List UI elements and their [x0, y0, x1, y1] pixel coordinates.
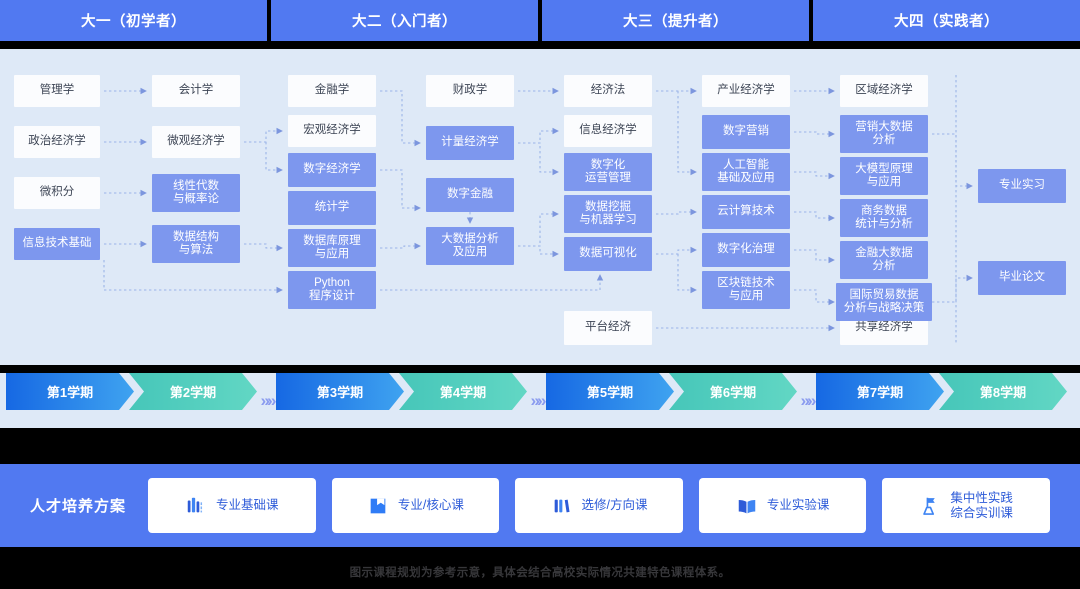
semester-separator-arrows: »»: [800, 390, 817, 410]
semester-timeline: 第1学期第2学期»»第3学期第4学期»»第5学期第6学期»»第7学期第8学期: [0, 373, 1080, 428]
course-node[interactable]: 宏观经济学: [288, 115, 376, 147]
course-node[interactable]: 线性代数 与概率论: [152, 174, 240, 212]
legend-card-5[interactable]: 集中性实践 综合实训课: [882, 478, 1050, 533]
year-tab-bar: 大一（初学者）大二（入门者）大三（提升者）大四（实践者）: [0, 0, 1080, 41]
course-node[interactable]: 大模型原理 与应用: [840, 157, 928, 195]
course-node[interactable]: 平台经济: [564, 311, 652, 345]
semester-chevron-4[interactable]: 第4学期: [399, 373, 527, 410]
course-node[interactable]: 经济法: [564, 75, 652, 107]
course-node[interactable]: 云计算技术: [702, 195, 790, 229]
course-node[interactable]: 商务数据 统计与分析: [840, 199, 928, 237]
podium-flag-icon: [919, 495, 941, 517]
book-stack-icon: [551, 495, 573, 517]
course-node[interactable]: 金融学: [288, 75, 376, 107]
course-node[interactable]: 计量经济学: [426, 126, 514, 160]
course-node[interactable]: 数据结构 与算法: [152, 225, 240, 263]
legend-card-2[interactable]: 专业/核心课: [331, 478, 500, 533]
legend-label: 集中性实践 综合实训课: [950, 490, 1013, 520]
course-node[interactable]: 信息经济学: [564, 115, 652, 147]
course-node[interactable]: 专业实习: [978, 169, 1066, 203]
course-node[interactable]: 国际贸易数据 分析与战略决策: [836, 283, 932, 321]
semester-chevron-3[interactable]: 第3学期: [276, 373, 404, 410]
course-node[interactable]: 微积分: [14, 177, 100, 209]
legend-card-3[interactable]: 选修/方向课: [515, 478, 683, 533]
course-node[interactable]: 人工智能 基础及应用: [702, 153, 790, 191]
footer-note: 图示课程规划为参考示意，具体会结合高校实际情况共建特色课程体系。: [0, 555, 1080, 589]
legend-label: 专业/核心课: [397, 498, 464, 512]
course-node[interactable]: 数据库原理 与应用: [288, 229, 376, 267]
semester-chevron-2[interactable]: 第2学期: [129, 373, 257, 410]
course-node[interactable]: 政治经济学: [14, 126, 100, 158]
flow-connectors: [103, 75, 973, 345]
legend-card-4[interactable]: 专业实验课: [698, 478, 867, 533]
course-node[interactable]: 毕业论文: [978, 261, 1066, 295]
semester-chevron-6[interactable]: 第6学期: [669, 373, 797, 410]
course-node[interactable]: 数据可视化: [564, 237, 652, 271]
books-shelf-icon: [185, 495, 207, 517]
semester-separator-arrows: »»: [530, 390, 547, 410]
course-node[interactable]: 金融大数据 分析: [840, 241, 928, 279]
course-node[interactable]: 统计学: [288, 191, 376, 225]
semester-separator-arrows: »»: [260, 390, 277, 410]
course-node[interactable]: 数字化治理: [702, 233, 790, 267]
course-node[interactable]: 产业经济学: [702, 75, 790, 107]
course-node[interactable]: 区域经济学: [840, 75, 928, 107]
course-node[interactable]: 微观经济学: [152, 126, 240, 158]
legend-label: 专业实验课: [766, 498, 830, 512]
course-flow-diagram: 管理学 会计学政治经济学 微观经济学微积分 线性代数 与概率论信息技术基础 数据结构 与…: [0, 49, 1080, 365]
legend-card-1[interactable]: 专业基础课: [148, 478, 316, 533]
year-tab-3[interactable]: 大三（提升者）: [542, 0, 809, 41]
footer-text: 图示课程规划为参考示意，具体会结合高校实际情况共建特色课程体系。: [349, 567, 731, 579]
legend-label: 专业基础课: [216, 498, 279, 512]
open-book-icon: [736, 495, 758, 517]
semester-chevron-1[interactable]: 第1学期: [6, 373, 134, 410]
semester-chevron-8[interactable]: 第8学期: [939, 373, 1067, 410]
course-node[interactable]: 数字经济学: [288, 153, 376, 187]
course-node[interactable]: 财政学: [426, 75, 514, 107]
legend-label: 选修/方向课: [581, 498, 648, 512]
year-tab-2[interactable]: 大二（入门者）: [271, 0, 538, 41]
semester-chevron-5[interactable]: 第5学期: [546, 373, 674, 410]
year-tab-1[interactable]: 大一（初学者）: [0, 0, 267, 41]
course-node[interactable]: 数字化 运营管理: [564, 153, 652, 191]
course-node[interactable]: 数字金融: [426, 178, 514, 212]
course-node[interactable]: 营销大数据 分析: [840, 115, 928, 153]
course-node[interactable]: 会计学: [152, 75, 240, 107]
course-node[interactable]: 信息技术基础: [14, 228, 100, 260]
course-node[interactable]: 数据挖掘 与机器学习: [564, 195, 652, 233]
year-tab-4[interactable]: 大四（实践者）: [813, 0, 1080, 41]
course-node[interactable]: Python 程序设计: [288, 271, 376, 309]
course-node[interactable]: 管理学: [14, 75, 100, 107]
legend-title: 人才培养方案: [30, 498, 127, 515]
course-node[interactable]: 数字营销: [702, 115, 790, 149]
semester-chevron-7[interactable]: 第7学期: [816, 373, 944, 410]
legend-bar: 人才培养方案 专业基础课 专业/核心课 选修/方向课 专业实验课 集中性实践 综合实训课: [0, 464, 1080, 547]
course-node[interactable]: 大数据分析 及应用: [426, 227, 514, 265]
notebook-icon: [367, 495, 389, 517]
course-node[interactable]: 区块链技术 与应用: [702, 271, 790, 309]
